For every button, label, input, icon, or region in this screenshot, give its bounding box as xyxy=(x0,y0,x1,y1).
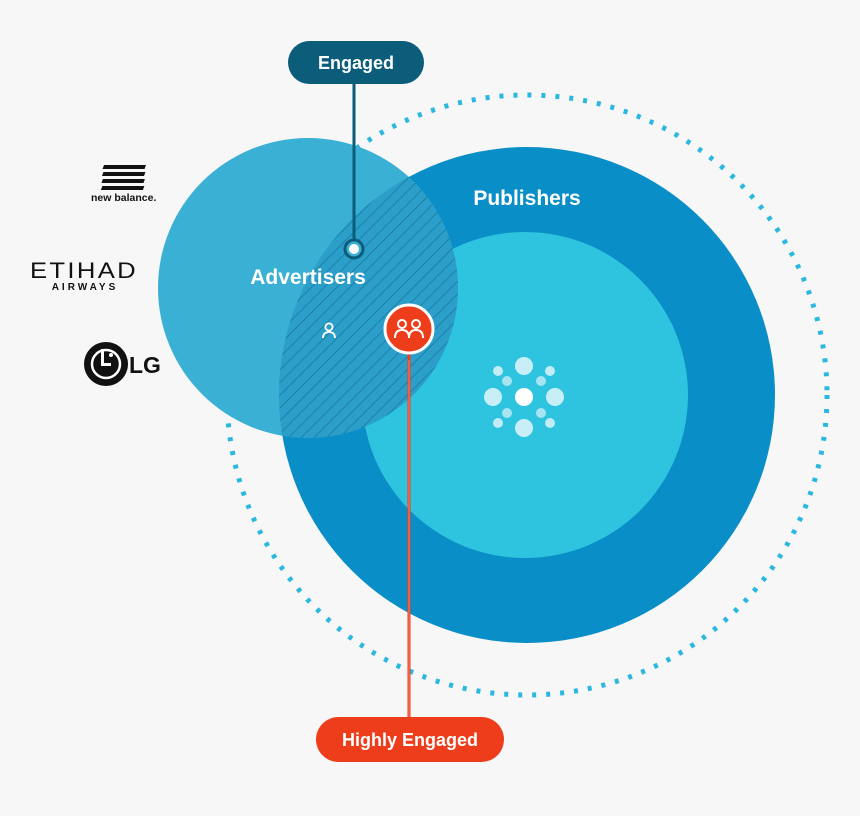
group-icon xyxy=(383,303,435,355)
lg-logo: LG xyxy=(84,342,161,386)
dotted-ring xyxy=(224,92,830,698)
advertisers-label: Advertisers xyxy=(250,266,366,289)
etihad-logo: ETIHAD AIRWAYS xyxy=(30,258,138,293)
engaged-pill: Engaged xyxy=(288,41,424,84)
network-dots-icon xyxy=(484,357,564,437)
etihad-wordmark: ETIHAD xyxy=(30,258,138,283)
engaged-pill-label: Engaged xyxy=(318,53,394,73)
new-balance-logo: new balance. xyxy=(91,165,156,204)
person-icon xyxy=(322,322,336,339)
highly-engaged-pill-label: Highly Engaged xyxy=(342,730,478,750)
lg-wordmark: LG xyxy=(129,352,161,378)
new-balance-wordmark: new balance. xyxy=(91,192,156,204)
etihad-airways-wordmark: AIRWAYS xyxy=(52,282,119,293)
publishers-label: Publishers xyxy=(473,187,580,210)
overlap-region xyxy=(279,147,458,438)
highly-engaged-pill: Highly Engaged xyxy=(316,717,504,762)
